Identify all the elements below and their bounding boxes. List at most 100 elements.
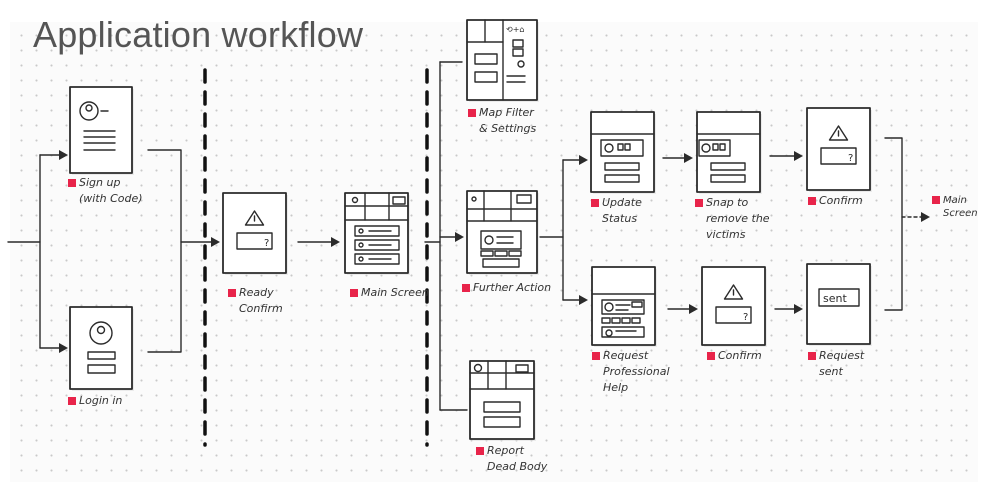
back-button bbox=[516, 194, 532, 204]
screen-frame bbox=[69, 86, 133, 174]
label-line: Update bbox=[602, 196, 642, 209]
screen-request-sent[interactable]: sent bbox=[806, 263, 872, 346]
arrow-to-further-action bbox=[439, 232, 464, 242]
label-line: victims bbox=[706, 228, 746, 241]
arrow-to-ready-confirm bbox=[180, 237, 220, 247]
arrow-to-main-screen-terminal bbox=[901, 212, 930, 222]
row-icon bbox=[358, 228, 364, 234]
red-marker-icon bbox=[592, 352, 600, 360]
badge-icon bbox=[631, 301, 643, 308]
professional-card bbox=[601, 299, 645, 315]
label-line: remove the bbox=[706, 212, 770, 225]
list-row bbox=[354, 225, 400, 237]
screen-confirm-bottom[interactable]: ? bbox=[701, 266, 767, 347]
screen-label-map-filter: Map Filter& Settings bbox=[468, 105, 536, 137]
screen-request-help[interactable] bbox=[591, 266, 657, 347]
warning-icon bbox=[244, 210, 265, 226]
avatar-icon bbox=[701, 143, 711, 153]
red-marker-icon bbox=[707, 352, 715, 360]
label-line: Report bbox=[487, 444, 524, 457]
screen-map-filter[interactable]: ⟲+⌂ bbox=[466, 19, 539, 102]
screen-snap-remove[interactable] bbox=[696, 111, 762, 194]
filter-field bbox=[474, 53, 498, 65]
label-line: Confirm bbox=[819, 194, 863, 207]
label-line: Sign up bbox=[79, 176, 121, 189]
action-button bbox=[480, 250, 494, 257]
screen-signup[interactable] bbox=[69, 86, 134, 175]
form-field bbox=[604, 162, 640, 171]
label-line: Professional bbox=[603, 365, 670, 378]
screen-ready-confirm[interactable]: ? bbox=[222, 192, 288, 275]
screen-login[interactable] bbox=[69, 306, 134, 391]
screen-confirm-top[interactable]: ? bbox=[806, 107, 872, 192]
arrowhead-icon bbox=[794, 151, 803, 161]
screen-frame bbox=[701, 266, 766, 346]
arrowhead-icon bbox=[59, 150, 68, 160]
label-line: Request bbox=[819, 349, 865, 362]
screen-report-dead-body[interactable] bbox=[469, 360, 536, 441]
label-line: Map Filter bbox=[479, 106, 534, 119]
screen-frame bbox=[69, 306, 133, 390]
label-line: sent bbox=[819, 365, 843, 378]
arrowhead-icon bbox=[684, 153, 693, 163]
label-line: Dead Body bbox=[487, 460, 548, 473]
label-line: Main Screen bbox=[361, 286, 429, 299]
professional-card bbox=[601, 326, 645, 338]
screen-label-signup: Sign up(with Code) bbox=[68, 175, 143, 207]
arrowhead-icon bbox=[59, 343, 68, 353]
profile-card bbox=[600, 139, 644, 157]
red-marker-icon bbox=[350, 289, 358, 297]
arrowhead-icon bbox=[211, 237, 220, 247]
label-line: Status bbox=[602, 212, 638, 225]
screen-label-snap-remove: Snap to remove the victims bbox=[695, 195, 770, 243]
red-marker-icon bbox=[695, 199, 703, 207]
avatar-icon bbox=[89, 321, 113, 345]
red-marker-icon bbox=[591, 199, 599, 207]
arrowhead-icon bbox=[331, 237, 340, 247]
arrow-to-request-help bbox=[562, 295, 588, 305]
screen-further-action[interactable] bbox=[466, 190, 539, 275]
label-line: Main bbox=[943, 195, 967, 206]
arrow-to-login bbox=[39, 343, 68, 353]
label-line: Screen bbox=[943, 208, 978, 219]
question-box bbox=[820, 147, 857, 165]
filter-field bbox=[474, 71, 498, 83]
label-line: Confirm bbox=[239, 302, 283, 315]
sent-message-box bbox=[818, 288, 860, 307]
action-button bbox=[494, 250, 508, 257]
username-field bbox=[87, 351, 116, 360]
avatar-icon bbox=[484, 235, 494, 245]
arrowhead-icon bbox=[794, 304, 803, 314]
arrow-to-snap-remove bbox=[662, 153, 693, 163]
screen-label-further-action: Further Action bbox=[462, 280, 551, 296]
option-chip bbox=[631, 317, 641, 324]
badge-icon bbox=[617, 143, 624, 151]
avatar-icon bbox=[605, 329, 613, 337]
red-marker-icon bbox=[68, 397, 76, 405]
form-field bbox=[710, 162, 746, 171]
warning-icon bbox=[828, 125, 849, 141]
screen-frame bbox=[806, 107, 871, 191]
location-icon bbox=[351, 196, 359, 204]
list-row bbox=[354, 253, 400, 265]
arrowhead-icon bbox=[689, 304, 698, 314]
terminal-bracket bbox=[884, 137, 903, 311]
badge-icon bbox=[624, 143, 631, 151]
row-icon bbox=[358, 256, 364, 262]
arrow-to-signup bbox=[39, 150, 68, 160]
badge-icon bbox=[719, 143, 726, 151]
label-line: Snap to bbox=[706, 196, 749, 209]
arrow-to-main-screen bbox=[297, 237, 340, 247]
arrow-to-confirm-top bbox=[769, 151, 803, 161]
screen-update-status[interactable] bbox=[590, 111, 656, 194]
screen-label-confirm-top: Confirm bbox=[808, 193, 863, 209]
option-chip bbox=[611, 317, 621, 324]
question-box bbox=[715, 306, 752, 324]
option-chip bbox=[621, 317, 631, 324]
form-field bbox=[483, 416, 521, 428]
question-mark-icon: ? bbox=[264, 238, 269, 249]
red-marker-icon bbox=[468, 109, 476, 117]
screen-main-screen[interactable] bbox=[344, 192, 410, 275]
